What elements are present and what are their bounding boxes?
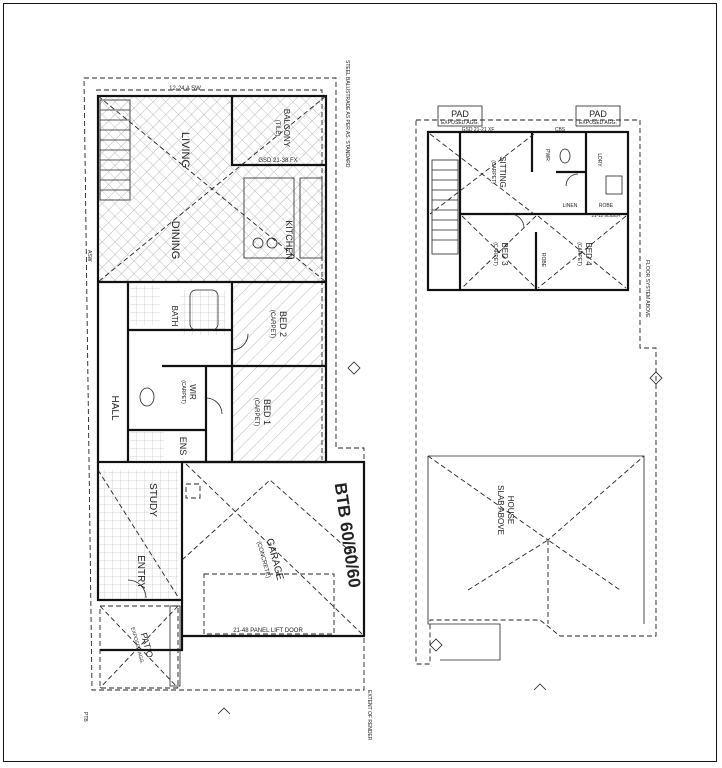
upper-toilet	[559, 148, 571, 164]
house-slab-label: HOUSE	[506, 496, 515, 524]
ground-floor-plan	[83, 77, 366, 715]
room-kitchen: KITCHEN	[284, 220, 294, 260]
ens-tiles	[130, 432, 164, 464]
ptb-label: PTB	[82, 712, 88, 722]
upper-top-dim: GSD 21-21 XF	[462, 127, 495, 133]
pad-right-label: PAD	[589, 109, 607, 119]
garage-bay-dash	[203, 573, 335, 635]
upper-floor-plan	[415, 105, 663, 691]
pad-left	[437, 105, 483, 127]
north-marker-right	[533, 683, 547, 691]
room-pwr: PWR	[544, 149, 550, 161]
room-bed3-sub: (CARPET)	[492, 242, 498, 266]
room-dining: DINING	[169, 221, 181, 260]
room-sitting: SITTING	[498, 156, 507, 188]
room-study: STUDY	[147, 483, 158, 517]
drawing-frame	[3, 3, 717, 762]
ground-boundary-dash	[83, 77, 365, 691]
room-ldry: LDRY	[596, 153, 602, 167]
slider-note: 21-12 SLIDER	[591, 213, 621, 218]
extent-render-label: EXTENT OF RENDER	[366, 690, 372, 741]
upper-labels: PAD EXPOSED AGG. PAD EXPOSED AGG. GSD 21…	[441, 109, 650, 535]
room-bed2-sub: (CARPET)	[269, 310, 275, 338]
pad-left-sub: EXPOSED AGG.	[441, 120, 479, 126]
north-marker-left	[217, 707, 231, 715]
laundry-tub	[605, 175, 623, 195]
room-balcony: BALCONY	[282, 109, 291, 148]
room-wir: WIR	[188, 384, 197, 400]
bath-tub	[189, 289, 219, 331]
top-dimension-label: 12-24 A SW	[169, 86, 201, 92]
bath-tiles	[130, 285, 160, 325]
room-robe: ROBE	[540, 253, 546, 268]
bedrooms-hatch	[232, 283, 326, 461]
room-bed2: BED 2	[278, 311, 288, 337]
house-slab-label-2: SLAB ABOVE	[496, 485, 505, 535]
room-bed1-sub: (CARPET)	[253, 398, 259, 426]
room-sitting-sub: (CARPET)	[490, 160, 496, 184]
pad-left-label: PAD	[451, 109, 469, 119]
pad-right	[575, 105, 621, 127]
kitchen-bench	[243, 177, 295, 259]
room-balcony-sub: (TILE)	[274, 120, 280, 137]
room-wir-sub: (CARPET)	[180, 380, 186, 404]
balustrade-note: STEEL BALUSTRADE AS PER AS. STANDARD	[344, 60, 350, 168]
toilet	[139, 387, 155, 407]
room-bath: BATH	[170, 306, 179, 327]
room-ens: ENS	[178, 437, 188, 456]
cbs-label: CBS	[555, 127, 566, 133]
room-living: LIVING	[179, 132, 191, 168]
ground-stair	[99, 99, 131, 201]
slab-outline	[428, 455, 645, 624]
room-bed4: BED 4	[584, 242, 593, 266]
room-hall: HALL	[109, 395, 120, 420]
upper-stair	[431, 159, 459, 255]
pad-right-sub: EXPOSED AGG.	[579, 120, 617, 126]
upper-boundary-dash	[415, 119, 657, 665]
room-bed1: BED 1	[262, 399, 272, 425]
room-bed4-sub: (CARPET)	[576, 242, 582, 266]
btb-label: BTB 60/60/60	[331, 482, 365, 589]
room-bed3: BED 3	[500, 242, 509, 266]
floor-system-note: FLOOR SYSTEM ABOVE	[644, 260, 650, 318]
room-linen: LINEN	[563, 203, 578, 209]
balcony-dimension: GSD 21-38 FX	[258, 158, 297, 164]
upper-outer-wall	[426, 130, 630, 292]
asw-label: ASW	[86, 250, 92, 262]
panel-door-label: 21-48 PANEL LIFT DOOR	[233, 628, 303, 634]
room-robe-2: ROBE	[599, 203, 614, 209]
room-entry: ENTRY	[135, 555, 146, 589]
